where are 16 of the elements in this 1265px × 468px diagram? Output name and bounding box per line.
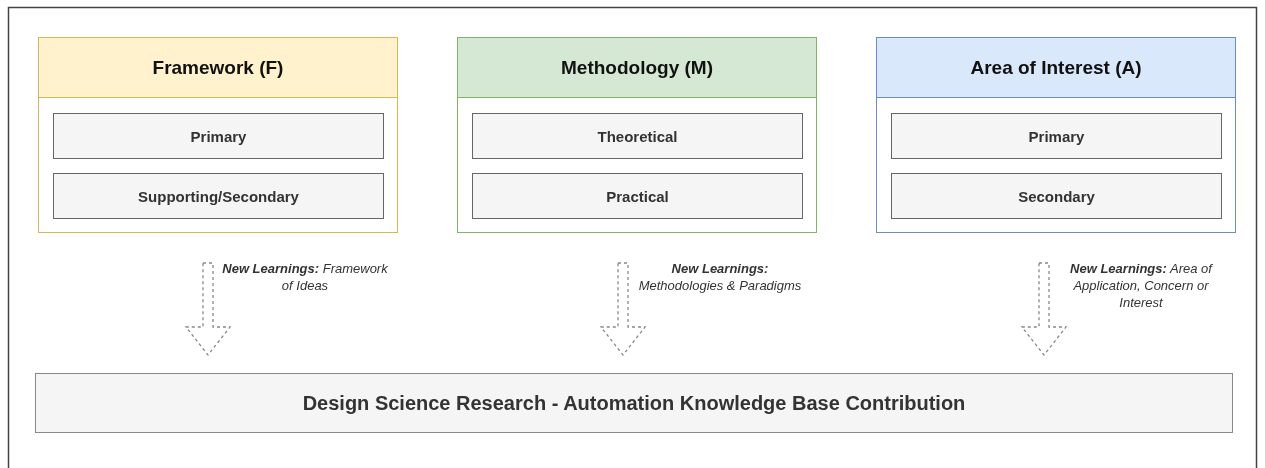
category-panel — [38, 37, 398, 233]
item-box: Practical — [472, 173, 803, 219]
category-panel — [457, 37, 817, 233]
item-box: Primary — [53, 113, 384, 159]
contribution-box: Design Science Research - Automation Knowledge Base Contribution — [35, 373, 1233, 433]
dashed-block-arrow — [184, 262, 232, 357]
dashed-block-arrow — [1020, 262, 1068, 357]
panel-heading: Framework (F) — [39, 38, 397, 98]
dashed-block-arrow — [599, 262, 647, 357]
item-box: Primary — [891, 113, 1222, 159]
item-box: Theoretical — [472, 113, 803, 159]
item-box: Supporting/Secondary — [53, 173, 384, 219]
item-box: Secondary — [891, 173, 1222, 219]
panel-heading: Methodology (M) — [458, 38, 816, 98]
panel-heading: Area of Interest (A) — [877, 38, 1235, 98]
category-panel — [876, 37, 1236, 233]
